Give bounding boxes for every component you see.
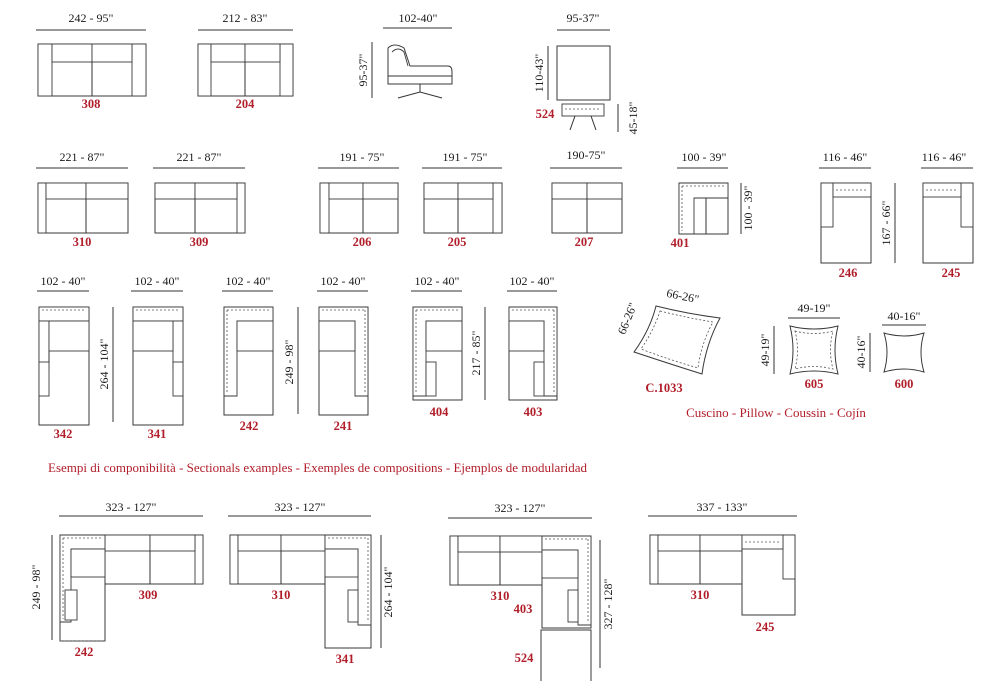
width-label: 116 - 46" <box>922 150 967 164</box>
module-code: 241 <box>334 419 353 433</box>
module-code: 246 <box>839 266 858 280</box>
module-code: 524 <box>536 107 556 121</box>
pillow-600: 40-16" 40-16" 600 <box>854 309 926 391</box>
module-code: 310 <box>272 588 291 602</box>
width-label: 221 - 87" <box>60 150 105 164</box>
width-label: 102 - 40" <box>510 274 555 288</box>
composition-310-245: 337 - 133" 310 245 <box>648 500 797 634</box>
width-label: 102 - 40" <box>135 274 180 288</box>
module-205: 191 - 75" 205 <box>422 150 503 249</box>
module-code: 242 <box>240 419 259 433</box>
module-341: 102 - 40" 341 <box>131 274 184 441</box>
height-label: 49-19" <box>758 333 772 366</box>
module-308: 242 - 95" 308 <box>36 11 147 111</box>
width-label: 49-19" <box>798 301 831 315</box>
module-code: 605 <box>805 377 824 391</box>
composition-309-242: 323 - 127" 249 - 98" 309 242 <box>29 500 204 659</box>
module-code: 308 <box>82 97 101 111</box>
composition-310-341: 323 - 127" 264 - 104" 310 341 <box>228 500 395 666</box>
height-label-242: 249 - 98" <box>282 339 296 384</box>
module-code: 310 <box>73 235 92 249</box>
width-label: 40-16" <box>888 309 921 323</box>
composition-310-403-524: 323 - 127" 327 - 128" 310 403 524 <box>448 501 615 681</box>
height-label: 66-26" <box>615 301 640 337</box>
module-code: 524 <box>515 651 535 665</box>
width-label: 102 - 40" <box>41 274 86 288</box>
width-label: 337 - 133" <box>697 500 748 514</box>
module-403: 102 - 40" 403 <box>507 274 558 419</box>
width-label: 190-75" <box>567 148 606 162</box>
height-label-342: 264 - 104" <box>97 338 111 389</box>
module-side-view: 102-40" 95-37" <box>356 11 453 99</box>
height-label: 40-16" <box>854 335 868 368</box>
width-label: 66-26" <box>665 286 700 307</box>
width-label: 212 - 83" <box>223 11 268 25</box>
module-code: 309 <box>139 588 158 602</box>
module-code: 341 <box>336 652 355 666</box>
module-401: 100 - 39" 100 - 39" 401 <box>671 150 755 250</box>
module-code: 341 <box>148 427 167 441</box>
module-code: 204 <box>236 97 256 111</box>
module-245: 116 - 46" 245 <box>921 150 974 280</box>
module-code: 342 <box>54 427 73 441</box>
module-code: 205 <box>448 235 467 249</box>
module-code: 245 <box>942 266 961 280</box>
module-code: 242 <box>75 645 94 659</box>
module-code: 404 <box>430 405 450 419</box>
height-label-246: 167 - 66" <box>879 200 893 245</box>
module-310: 221 - 87" 310 <box>36 150 129 249</box>
width-label: 191 - 75" <box>443 150 488 164</box>
width-label: 323 - 127" <box>275 500 326 514</box>
height-label: 110-43" <box>532 54 546 93</box>
module-code: 403 <box>514 602 533 616</box>
module-242: 102 - 40" 242 <box>222 274 274 433</box>
module-code: 600 <box>895 377 914 391</box>
module-246: 116 - 46" 246 <box>819 150 872 280</box>
height-label: 249 - 98" <box>29 564 43 609</box>
width-label: 102 - 40" <box>321 274 366 288</box>
height-label: 100 - 39" <box>741 185 755 230</box>
module-code: C.1033 <box>645 381 682 395</box>
pillow-c1033: 66-26" 66-26" C.1033 <box>615 286 721 395</box>
width-label: 323 - 127" <box>495 501 546 515</box>
module-342: 102 - 40" 342 <box>37 274 90 441</box>
height-label-404: 217 - 85" <box>469 330 483 375</box>
height-label: 264 - 104" <box>381 566 395 617</box>
width-label: 191 - 75" <box>340 150 385 164</box>
height-label: 95-37" <box>356 53 370 86</box>
module-code: 310 <box>491 589 510 603</box>
height-label: 45-18" <box>626 101 640 134</box>
module-309: 221 - 87" 309 <box>153 150 246 249</box>
module-code: 206 <box>353 235 372 249</box>
compositions-title: Esempi di componibilità - Sectionals exa… <box>48 460 588 475</box>
height-label: 327 - 128" <box>601 578 615 629</box>
module-207: 190-75" 207 <box>550 148 623 249</box>
width-label: 100 - 39" <box>682 150 727 164</box>
module-code: 245 <box>756 620 775 634</box>
pillow-caption: Cuscino - Pillow - Coussin - Cojín <box>686 405 866 420</box>
width-label: 102 - 40" <box>226 274 271 288</box>
width-label: 323 - 127" <box>106 500 157 514</box>
width-label: 116 - 46" <box>823 150 868 164</box>
width-label: 95-37" <box>567 11 600 25</box>
width-label: 102-40" <box>399 11 438 25</box>
module-524: 95-37" 110-43" 45-18" 524 <box>532 11 640 134</box>
module-code: 401 <box>671 236 690 250</box>
module-241: 102 - 40" 241 <box>317 274 369 433</box>
module-code: 309 <box>190 235 209 249</box>
module-206: 191 - 75" 206 <box>318 150 399 249</box>
module-code: 310 <box>691 588 710 602</box>
module-204: 212 - 83" 204 <box>197 11 294 111</box>
module-404: 102 - 40" 404 <box>411 274 463 419</box>
width-label: 221 - 87" <box>177 150 222 164</box>
module-code: 403 <box>524 405 543 419</box>
pillow-605: 49-19" 49-19" 605 <box>758 301 840 391</box>
module-code: 207 <box>575 235 594 249</box>
width-label: 102 - 40" <box>415 274 460 288</box>
width-label: 242 - 95" <box>69 11 114 25</box>
